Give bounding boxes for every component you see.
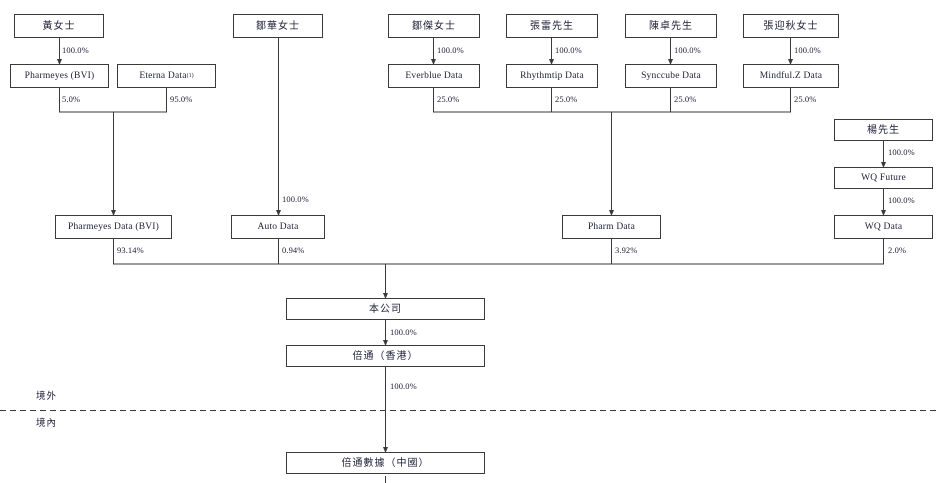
- edge-label-pharmeyesdata-pct: 93.14%: [117, 245, 144, 255]
- edge-label-chenzhuo-pct: 100.0%: [674, 45, 701, 55]
- zone-label-offshore: 境外: [36, 388, 57, 402]
- edge-holdco-bus: [113, 239, 884, 265]
- edge-label-text: 100.0%: [555, 45, 582, 55]
- edge-label-pharmeyes-pct: 5.0%: [62, 94, 80, 104]
- node-pharmeyes-data-bvi[interactable]: Pharmeyes Data (BVI): [55, 215, 172, 239]
- edge-label-yang-pct: 100.0%: [888, 147, 915, 157]
- edge-label-autodata-pct: 0.94%: [282, 245, 304, 255]
- node-label: 鄒傑女士: [412, 20, 456, 32]
- edge-label-text: 93.14%: [117, 245, 144, 255]
- edge-label-zhanglei-pct: 100.0%: [555, 45, 582, 55]
- edge-label-text: 5.0%: [62, 94, 81, 104]
- edge-label-synccube-pct: 25.0%: [674, 94, 696, 104]
- node-label: Auto Data: [257, 221, 299, 232]
- node-label: Eterna Data: [139, 70, 187, 81]
- node-label: Synccube Data: [641, 70, 701, 81]
- node-label: 鄒華女士: [256, 20, 300, 32]
- edge-label-hk-pct: 100.0%: [390, 381, 417, 391]
- node-zoujie[interactable]: 鄒傑女士: [388, 14, 480, 38]
- edge-label-text: 100.0%: [888, 147, 915, 157]
- zone-label-text: 境內: [36, 419, 58, 429]
- edge-merge-bus-pharm-data: [433, 88, 791, 113]
- node-zhanglei[interactable]: 張雷先生: [506, 14, 598, 38]
- edge-label-text: 100.0%: [62, 45, 89, 55]
- node-zouhua[interactable]: 鄒華女士: [233, 14, 323, 38]
- node-auto-data[interactable]: Auto Data: [231, 215, 325, 239]
- node-label: Pharmeyes Data (BVI): [67, 221, 160, 232]
- node-huang[interactable]: 黃女士: [14, 14, 104, 38]
- node-yang[interactable]: 楊先生: [834, 119, 933, 141]
- edge-label-text: 95.0%: [170, 94, 193, 104]
- node-mindfulz-data[interactable]: Mindful.Z Data: [743, 64, 839, 88]
- node-label: 倍通數據（中國）: [341, 457, 430, 469]
- node-eterna-data[interactable]: Eterna Data(1): [117, 64, 216, 88]
- zone-label-onshore: 境內: [36, 415, 57, 429]
- node-china-sub[interactable]: 倍通數據（中國）: [286, 452, 485, 474]
- edge-label-wqdata-pct: 2.0%: [888, 245, 906, 255]
- edge-label-text: 100.0%: [888, 195, 915, 205]
- node-everblue-data[interactable]: Everblue Data: [388, 64, 480, 88]
- node-label: Everblue Data: [405, 70, 463, 81]
- node-label: 本公司: [369, 303, 402, 315]
- node-the-company[interactable]: 本公司: [286, 298, 485, 320]
- node-label: 倍通（香港）: [352, 350, 419, 362]
- edge-label-text: 3.92%: [615, 245, 638, 255]
- node-label: 張迎秋女士: [763, 20, 819, 32]
- edge-label-text: 25.0%: [437, 94, 460, 104]
- edge-label-mindfulz-pct: 25.0%: [794, 94, 816, 104]
- node-label: 黃女士: [42, 20, 76, 32]
- edge-label-company-pct: 100.0%: [390, 327, 417, 337]
- node-label: WQ Data: [864, 221, 903, 232]
- edge-label-text: 100.0%: [390, 381, 417, 391]
- node-pharm-data[interactable]: Pharm Data: [562, 215, 661, 239]
- node-rhythmtip-data[interactable]: Rhythmtip Data: [506, 64, 598, 88]
- edge-label-pharmdata-pct: 3.92%: [615, 245, 637, 255]
- edge-label-text: 100.0%: [437, 45, 464, 55]
- edge-label-huang-pct: 100.0%: [62, 45, 89, 55]
- edge-label-everblue-pct: 25.0%: [437, 94, 459, 104]
- node-label: 張雷先生: [530, 20, 574, 32]
- node-label: WQ Future: [861, 172, 906, 183]
- zone-label-text: 境外: [36, 392, 58, 402]
- edge-label-zouhua-pct: 100.0%: [282, 194, 309, 204]
- edge-label-text: 25.0%: [794, 94, 817, 104]
- node-label: Pharm Data: [587, 221, 636, 232]
- edge-label-text: 2.0%: [888, 245, 907, 255]
- edge-label-text: 100.0%: [282, 194, 309, 204]
- edge-label-wqfuture-pct: 100.0%: [888, 195, 915, 205]
- node-synccube-data[interactable]: Synccube Data: [625, 64, 717, 88]
- node-label: Pharmeyes (BVI): [24, 70, 95, 81]
- edge-label-text: 100.0%: [674, 45, 701, 55]
- edge-label-zoujie-pct: 100.0%: [437, 45, 464, 55]
- edge-label-rhythmtip-pct: 25.0%: [555, 94, 577, 104]
- edge-label-text: 100.0%: [794, 45, 821, 55]
- node-wq-future[interactable]: WQ Future: [834, 167, 933, 189]
- edge-label-text: 25.0%: [674, 94, 697, 104]
- edge-label-zhangyq-pct: 100.0%: [794, 45, 821, 55]
- node-label: 楊先生: [867, 124, 900, 136]
- node-label: Rhythmtip Data: [520, 70, 584, 81]
- node-label: Mindful.Z Data: [759, 70, 823, 81]
- edge-label-eterna-pct: 95.0%: [170, 94, 192, 104]
- node-zhangyingqiu[interactable]: 張迎秋女士: [743, 14, 839, 38]
- edge-label-text: 100.0%: [390, 327, 417, 337]
- node-label: 陳卓先生: [649, 20, 693, 32]
- edge-label-text: 25.0%: [555, 94, 578, 104]
- edge-label-text: 0.94%: [282, 245, 305, 255]
- node-wq-data[interactable]: WQ Data: [834, 215, 933, 239]
- node-chenzhuo[interactable]: 陳卓先生: [625, 14, 717, 38]
- node-pharmeyes-bvi[interactable]: Pharmeyes (BVI): [10, 64, 109, 88]
- node-hongkong-sub[interactable]: 倍通（香港）: [286, 345, 485, 367]
- footnote-marker: (1): [186, 72, 194, 79]
